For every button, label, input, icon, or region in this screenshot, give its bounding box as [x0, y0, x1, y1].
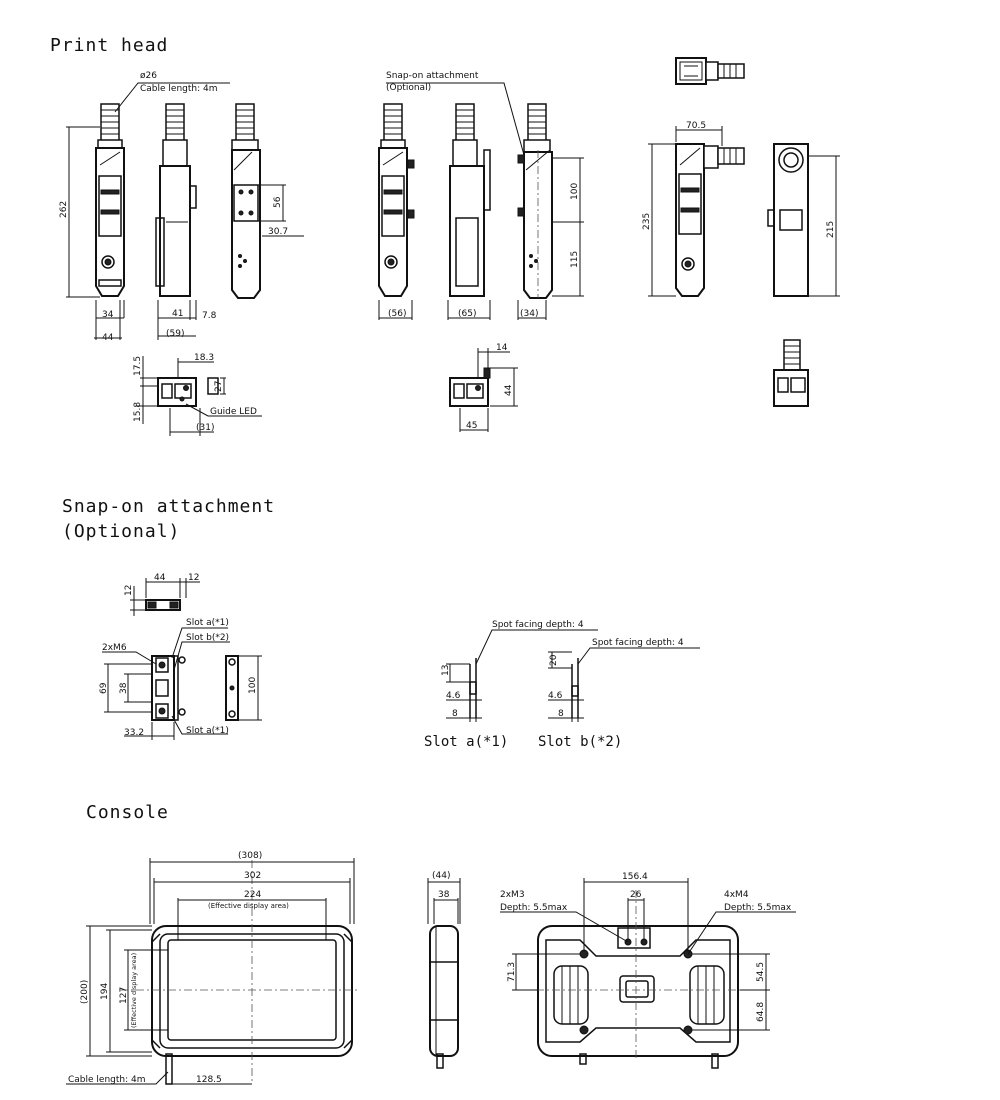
slot-a-4-6: 4.6 [446, 691, 461, 701]
console-m3-depth: Depth: 5.5max [500, 903, 568, 913]
dim-34p: (34) [520, 309, 538, 319]
print-head-snap-side-view: (65) [447, 103, 491, 320]
console-dim-44p: (44) [432, 871, 450, 881]
snap-dim-12a: 12 [124, 585, 134, 596]
snap-on-optional-label: (Optional) [386, 83, 431, 93]
cable-diameter: ø26 [140, 71, 157, 81]
title-console: Console [86, 802, 169, 823]
console-dim-308: (308) [238, 851, 262, 861]
console-front-view: (308) 302 224 (Effective display area) (… [66, 851, 360, 1085]
dim-15-8: 15.8 [133, 402, 143, 422]
print-head-snap-top-view: 14 44 45 [449, 343, 518, 432]
dim-41: 41 [172, 309, 183, 319]
console-dim-127: 127 [119, 987, 129, 1004]
console-dim-302: 302 [244, 871, 261, 881]
slot-a-detail: Spot facing depth: 4 13 4.6 8 Slot a(*1) [424, 620, 598, 750]
snap-dim-44: 44 [154, 573, 166, 583]
dim-45: 45 [466, 421, 477, 431]
console-rear-view: 156.4 26 2xM3 Depth: 5.5max 4xM4 Depth: … [500, 872, 796, 1069]
console-side-view: (44) 38 [427, 871, 461, 1069]
console-dim-156-4: 156.4 [622, 872, 648, 882]
dim-215: 215 [826, 221, 836, 238]
m6-label: 2xM6 [102, 643, 127, 653]
dim-44-top: 44 [504, 384, 514, 396]
slot-a-8: 8 [452, 709, 458, 719]
dim-18-3: 18.3 [194, 353, 214, 363]
dim-115: 115 [570, 251, 580, 268]
print-head-side-view: 41 7.8 (59) [155, 103, 217, 340]
console-dim-54-5: 54.5 [756, 962, 766, 982]
slot-b2-label: Slot b(*2) [186, 633, 229, 643]
snap-on-attachment-drawing: 44 12 12 100 Slot a(*1) Slot b(*2) 2xM6 … [99, 573, 262, 740]
print-head-snap-rear-view: 100 115 (34) Snap-on attachment (Optiona… [386, 71, 584, 320]
dim-262: 262 [59, 201, 69, 218]
dim-14: 14 [496, 343, 508, 353]
slot-b-4-6: 4.6 [548, 691, 563, 701]
slot-b-caption: Slot b(*2) [538, 734, 622, 750]
console-dim-128-5: 128.5 [196, 1075, 222, 1085]
dim-59: (59) [166, 329, 184, 339]
snap-on-label: Snap-on attachment [386, 71, 479, 81]
console-dim-71-3: 71.3 [507, 962, 517, 982]
dim-235: 235 [642, 213, 652, 230]
print-head-front-view: 262 34 44 ø26 Cable length: 4m [59, 71, 230, 343]
snap-dim-12b: 12 [188, 573, 199, 583]
spot-facing-a: Spot facing depth: 4 [492, 620, 584, 630]
console-cable-length: Cable length: 4m [68, 1075, 145, 1085]
console-dim-224: 224 [244, 890, 261, 900]
print-head-snap-front-view: (56) [378, 103, 415, 320]
dim-30-7: 30.7 [268, 227, 288, 237]
console-dim-26: 26 [630, 890, 642, 900]
slot-a1-top-label: Slot a(*1) [186, 618, 229, 628]
snap-dim-38: 38 [119, 682, 129, 694]
cable-length-label: Cable length: 4m [140, 84, 217, 94]
snap-dim-69: 69 [99, 682, 109, 694]
dim-17-5: 17.5 [133, 356, 143, 376]
slot-a-caption: Slot a(*1) [424, 734, 508, 750]
console-eff-area-v: (Effective display area) [130, 953, 138, 1028]
console-m4-label: 4xM4 [724, 890, 749, 900]
title-print-head: Print head [50, 35, 168, 56]
console-dim-64-8: 64.8 [756, 1002, 766, 1022]
title-snap-on: Snap-on attachment [62, 496, 275, 517]
console-m3-label: 2xM3 [500, 890, 525, 900]
spot-facing-b: Spot facing depth: 4 [592, 638, 684, 648]
dim-100: 100 [570, 183, 580, 200]
slot-b-detail: Spot facing depth: 4 20 4.6 8 Slot b(*2) [538, 638, 700, 750]
console-dim-38: 38 [438, 890, 450, 900]
print-head-angle-connector-view: 70.5 235 215 [642, 57, 840, 407]
slot-a1-bottom-label: Slot a(*1) [186, 726, 229, 736]
snap-dim-33-2: 33.2 [124, 728, 144, 738]
snap-dim-100: 100 [248, 677, 258, 694]
console-m4-depth: Depth: 5.5max [724, 903, 792, 913]
dim-27: 27 [214, 381, 224, 392]
dim-34: 34 [102, 310, 114, 320]
print-head-top-view: 17.5 15.8 18.3 27 Guide LED (31) [133, 353, 262, 436]
dim-44: 44 [102, 333, 114, 343]
slot-b-20: 20 [549, 654, 559, 666]
slot-b-8: 8 [558, 709, 564, 719]
console-dim-194: 194 [100, 983, 110, 1000]
dim-31: (31) [196, 423, 214, 433]
dim-7-8: 7.8 [202, 311, 217, 321]
print-head-rear-view: 56 30.7 [231, 103, 304, 299]
console-dim-200: (200) [80, 980, 90, 1004]
console-eff-area-h: (Effective display area) [208, 902, 289, 910]
dim-70-5: 70.5 [686, 121, 706, 131]
dim-56p: (56) [388, 309, 406, 319]
dim-65p: (65) [458, 309, 476, 319]
title-snap-on-optional: (Optional) [62, 521, 180, 542]
dim-56: 56 [273, 196, 283, 208]
guide-led-label: Guide LED [210, 407, 257, 417]
slot-a-13: 13 [441, 665, 451, 676]
